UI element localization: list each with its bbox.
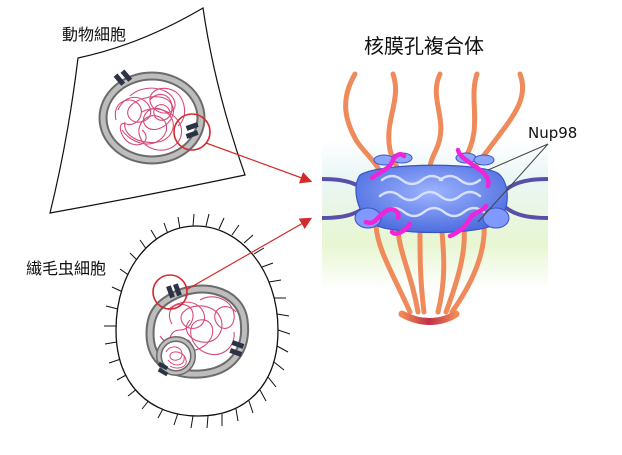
- ciliate-pore-top: [166, 283, 182, 299]
- pointer-arrows: [185, 142, 313, 291]
- nup98-strands: [363, 147, 491, 239]
- ciliate-cell-label: 繊毛虫細胞: [26, 259, 106, 278]
- nup98-label: Nup98: [528, 124, 577, 142]
- nup98-leader-lines: [477, 143, 549, 223]
- animal-nuclear-pore-right: [185, 122, 199, 139]
- nuclear-basket-ring: [398, 310, 460, 325]
- ciliate-micronucleus: [156, 336, 196, 377]
- nuclear-basket-filaments: [373, 219, 487, 315]
- cytoplasmic-filaments: [343, 71, 526, 175]
- ciliate-cell: 繊毛虫細胞: [26, 213, 291, 429]
- animal-nucleus: [98, 69, 206, 165]
- arrow-from-ciliate: [185, 217, 313, 291]
- animal-cell: 動物細胞: [49, 7, 246, 214]
- npc-panel: 核膜孔複合体: [321, 34, 577, 325]
- ciliate-highlight-circle: [152, 274, 188, 310]
- fg-repeats: [378, 174, 486, 218]
- arrow-from-animal: [205, 142, 313, 184]
- animal-nuclear-pore-top: [113, 69, 133, 86]
- ciliate-pore-right: [229, 340, 245, 357]
- npc-title: 核膜孔複合体: [364, 34, 484, 58]
- animal-highlight-circle: [173, 113, 211, 151]
- animal-cell-label: 動物細胞: [62, 25, 126, 44]
